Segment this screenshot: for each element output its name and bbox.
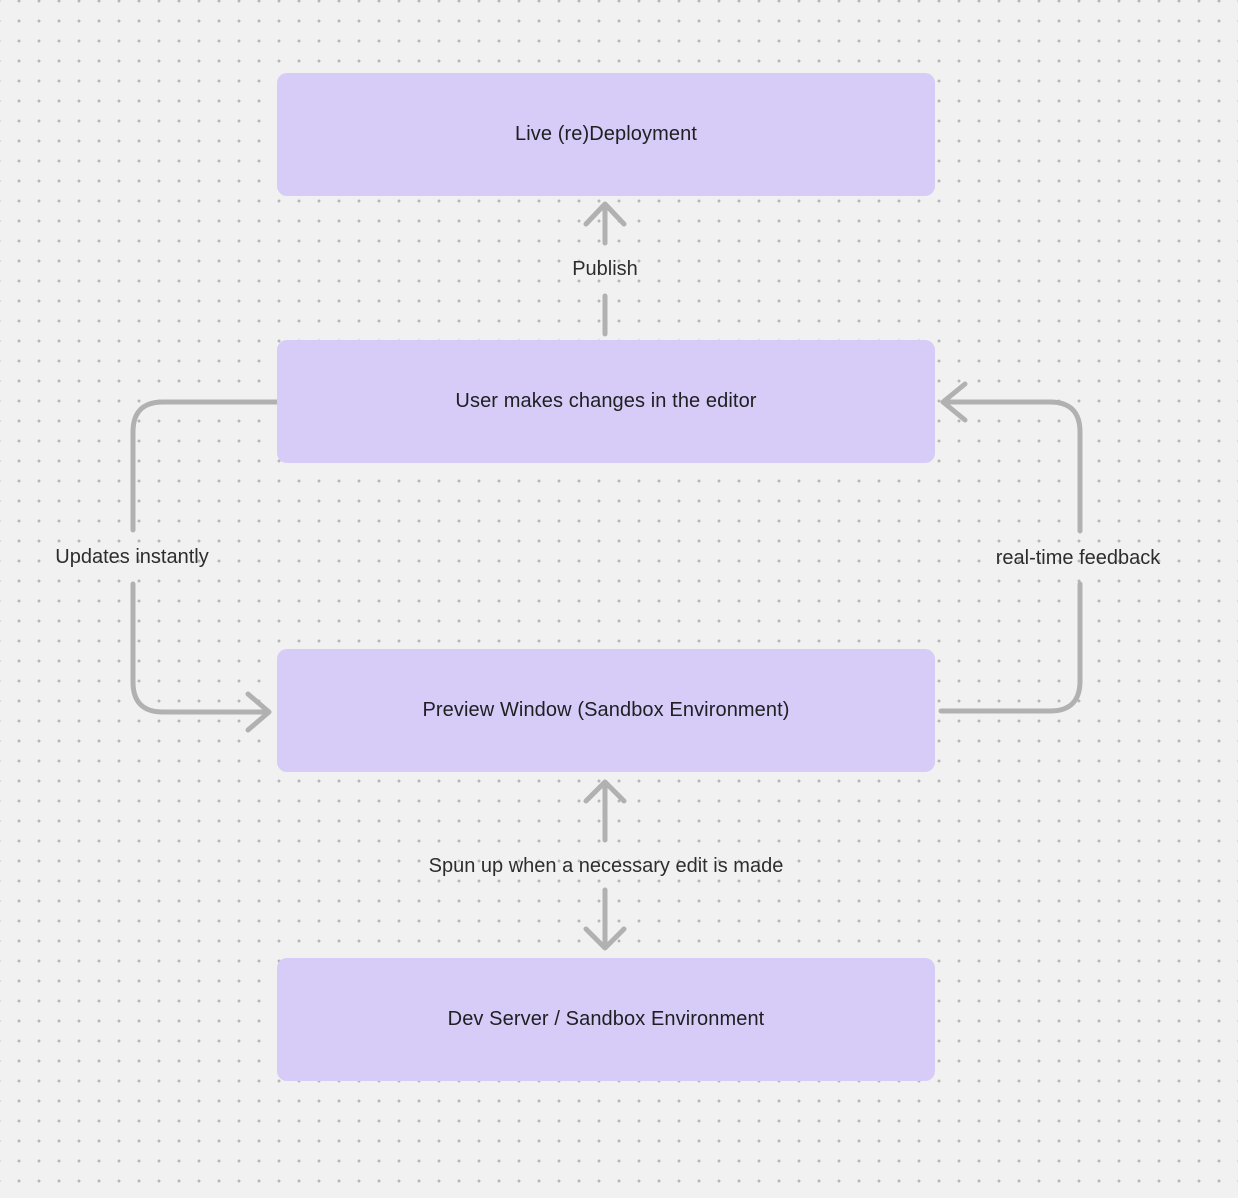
- edge-label-updates-instantly: Updates instantly: [55, 546, 209, 568]
- node-preview-window[interactable]: Preview Window (Sandbox Environment): [277, 649, 935, 772]
- node-preview-window-label: Preview Window (Sandbox Environment): [422, 699, 790, 721]
- node-user-changes[interactable]: User makes changes in the editor: [277, 340, 935, 463]
- edge-label-real-time-feedback: real-time feedback: [995, 547, 1161, 569]
- node-dev-server-label: Dev Server / Sandbox Environment: [447, 1008, 765, 1030]
- node-live-redeployment-label: Live (re)Deployment: [515, 123, 697, 145]
- node-user-changes-label: User makes changes in the editor: [455, 390, 757, 412]
- edge-label-spun-up: Spun up when a necessary edit is made: [428, 855, 784, 877]
- edge-label-publish: Publish: [572, 258, 638, 280]
- spun-up-arrow-up: [583, 779, 627, 843]
- node-dev-server[interactable]: Dev Server / Sandbox Environment: [277, 958, 935, 1081]
- spun-up-arrow-down: [583, 887, 627, 951]
- node-live-redeployment[interactable]: Live (re)Deployment: [277, 73, 935, 196]
